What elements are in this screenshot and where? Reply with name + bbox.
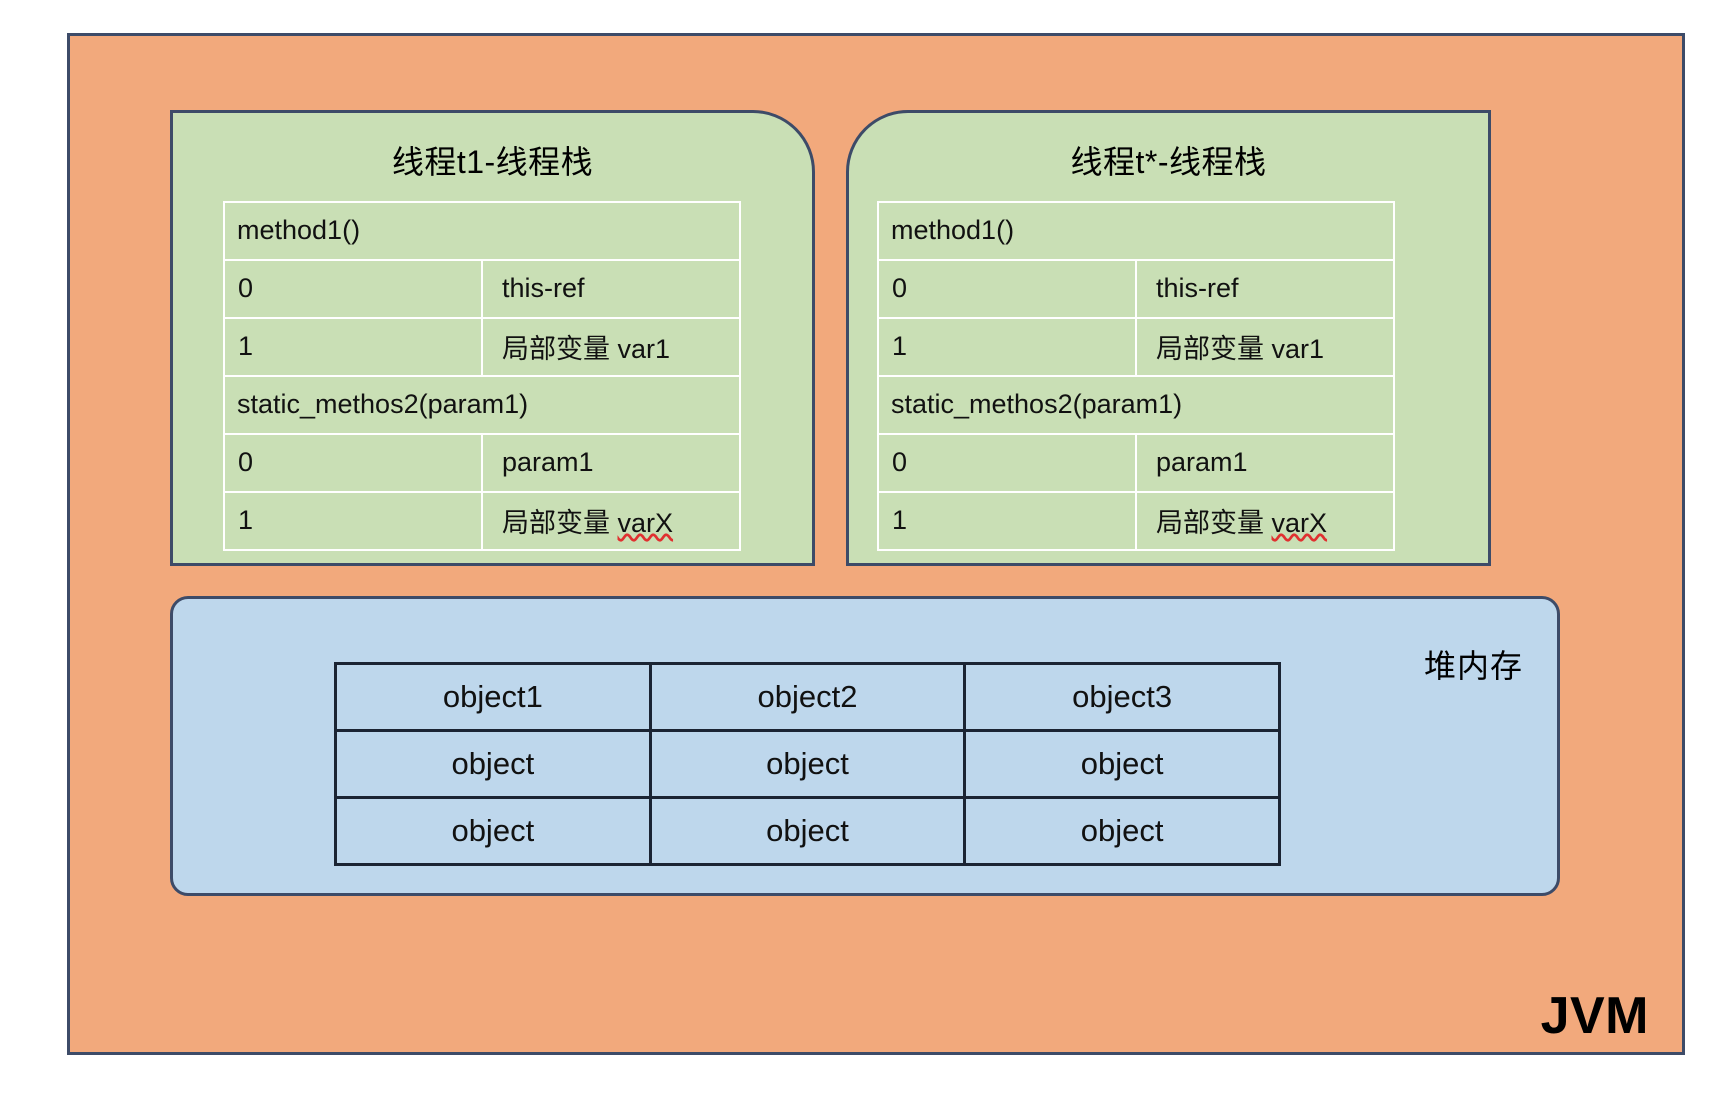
thread-stack-title: 线程t1-线程栈: [391, 144, 594, 180]
thread-stack-panel-tstar: 线程t*-线程栈 method1() 0 this-ref 1 局部变量 var…: [846, 110, 1491, 566]
jvm-label: JVM: [1540, 987, 1649, 1045]
slot-value-text: 局部变量: [1156, 507, 1272, 538]
heap-cell: object: [334, 729, 652, 799]
table-row: 0 param1: [877, 433, 1395, 493]
table-row: 0 this-ref: [223, 259, 741, 319]
table-row: method1(): [223, 201, 741, 261]
table-row: 1 局部变量 varX: [223, 491, 741, 551]
slot-index: 1: [223, 317, 483, 377]
slot-value: 局部变量 var1: [1135, 317, 1395, 377]
slot-value: param1: [481, 433, 741, 493]
slot-value: 局部变量 varX: [1135, 491, 1395, 551]
table-row: method1(): [877, 201, 1395, 261]
table-row: static_methos2(param1): [877, 375, 1395, 435]
slot-value: param1: [1135, 433, 1395, 493]
table-row: 0 this-ref: [877, 259, 1395, 319]
slot-index: 1: [877, 491, 1137, 551]
slot-index: 0: [877, 433, 1137, 493]
jvm-container: 线程t1-线程栈 method1() 0 this-ref 1 局部变量 var…: [67, 33, 1685, 1055]
slot-value: 局部变量 varX: [481, 491, 741, 551]
misspelled-word: varX: [1271, 507, 1328, 538]
thread-stack-panel-t1: 线程t1-线程栈 method1() 0 this-ref 1 局部变量 var…: [170, 110, 815, 566]
frame-method-name: static_methos2(param1): [877, 375, 1395, 435]
frame-method-name: static_methos2(param1): [223, 375, 741, 435]
heap-cell: object: [963, 796, 1281, 866]
heap-cell: object: [648, 729, 967, 799]
slot-index: 1: [223, 491, 483, 551]
misspelled-word: varX: [617, 507, 674, 538]
slot-index: 1: [877, 317, 1137, 377]
thread-stack-title: 线程t*-线程栈: [1070, 144, 1267, 180]
table-row: 1 局部变量 var1: [877, 317, 1395, 377]
table-row: 1 局部变量 var1: [223, 317, 741, 377]
slot-index: 0: [223, 433, 483, 493]
table-row: object1 object2 object3: [334, 662, 1281, 732]
table-row: 0 param1: [223, 433, 741, 493]
heap-memory-panel: 堆内存 object1 object2 object3 object objec…: [170, 596, 1560, 896]
stack-frame-table: method1() 0 this-ref 1 局部变量 var1 static_…: [223, 201, 741, 551]
slot-value-text: 局部变量: [502, 507, 618, 538]
slot-value: this-ref: [1135, 259, 1395, 319]
heap-cell: object: [648, 796, 967, 866]
table-row: object object object: [334, 729, 1281, 799]
table-row: object object object: [334, 796, 1281, 866]
heap-object-table: object1 object2 object3 object object ob…: [334, 662, 1281, 866]
heap-cell: object1: [334, 662, 652, 732]
heap-cell: object: [334, 796, 652, 866]
slot-value: 局部变量 var1: [481, 317, 741, 377]
slot-value: this-ref: [481, 259, 741, 319]
slot-index: 0: [877, 259, 1137, 319]
heap-cell: object2: [648, 662, 967, 732]
frame-method-name: method1(): [223, 201, 741, 261]
table-row: 1 局部变量 varX: [877, 491, 1395, 551]
heap-memory-label: 堆内存: [1423, 648, 1523, 684]
slot-index: 0: [223, 259, 483, 319]
table-row: static_methos2(param1): [223, 375, 741, 435]
heap-cell: object: [963, 729, 1281, 799]
stack-frame-table: method1() 0 this-ref 1 局部变量 var1 static_…: [877, 201, 1395, 551]
frame-method-name: method1(): [877, 201, 1395, 261]
heap-cell: object3: [963, 662, 1281, 732]
